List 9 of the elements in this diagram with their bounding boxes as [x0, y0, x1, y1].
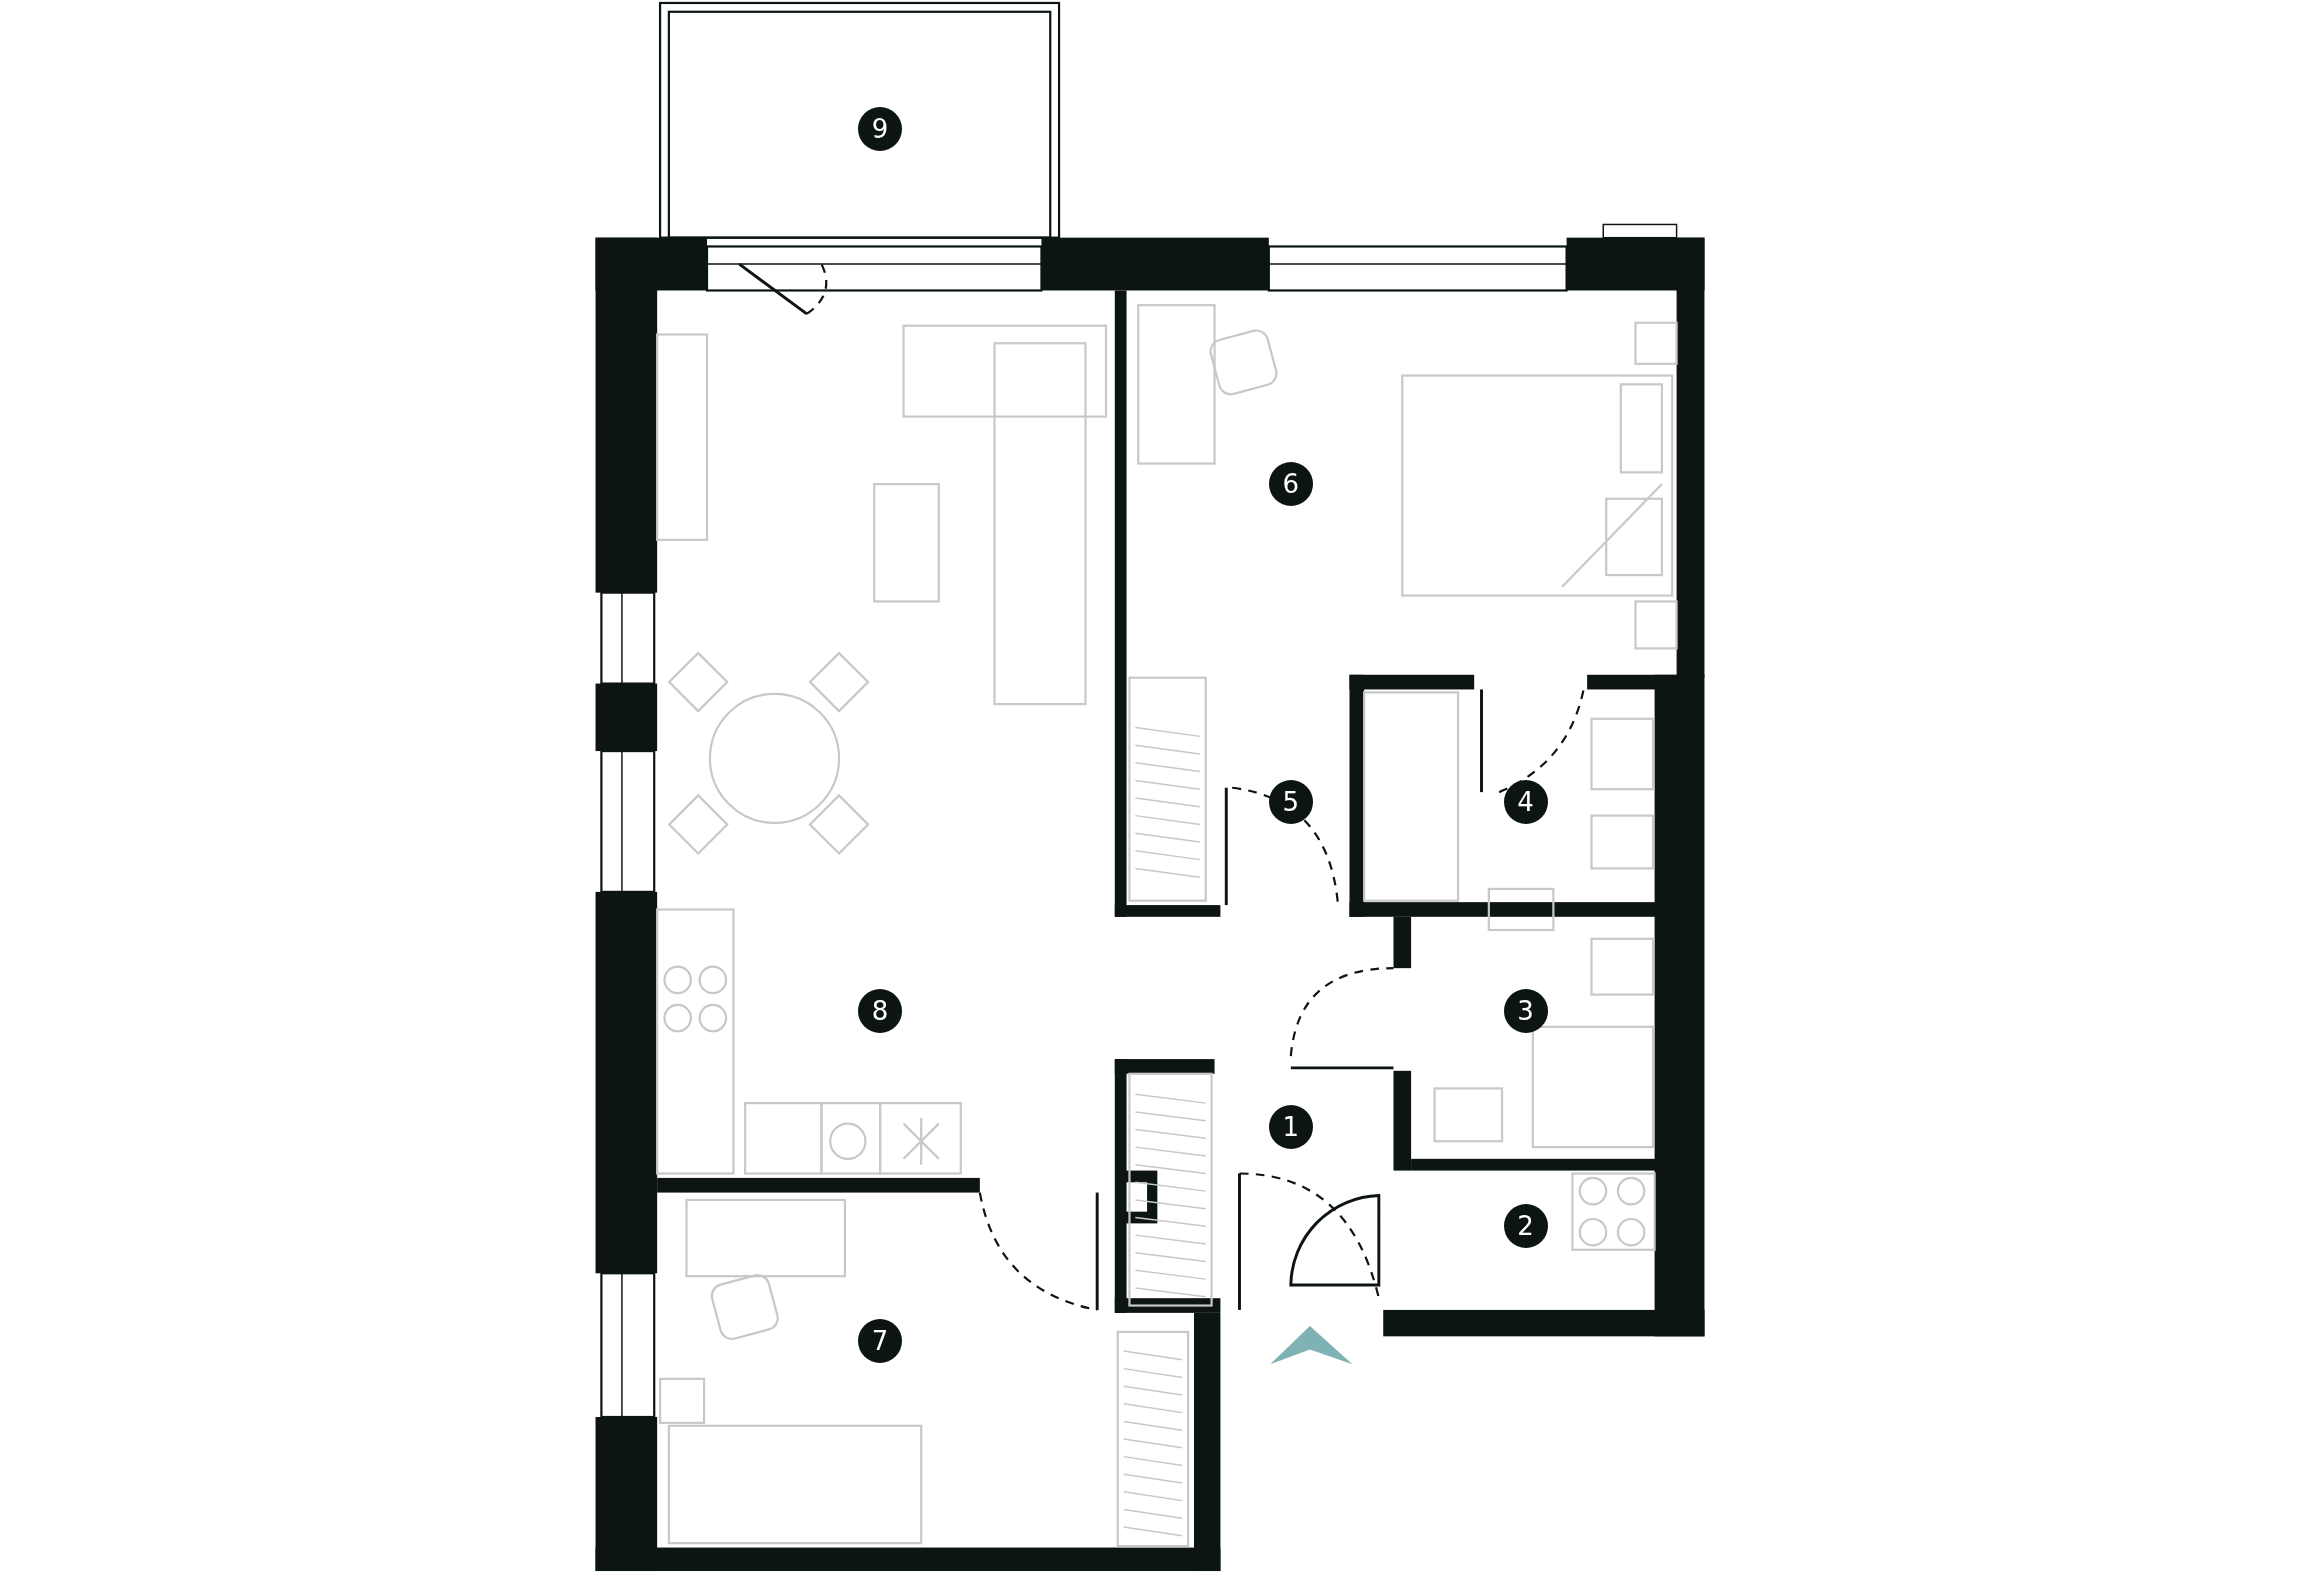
callout-number: 4 [1503, 780, 1548, 825]
callout-number: 9 [858, 107, 903, 152]
callout-number: 6 [1268, 462, 1313, 507]
callout-number: 3 [1503, 988, 1548, 1033]
callout-number: 8 [858, 988, 903, 1033]
callout-number: 1 [1268, 1104, 1313, 1149]
callout-number: 2 [1503, 1204, 1548, 1249]
callout-number: 5 [1268, 780, 1313, 825]
callout-number: 7 [858, 1318, 903, 1363]
